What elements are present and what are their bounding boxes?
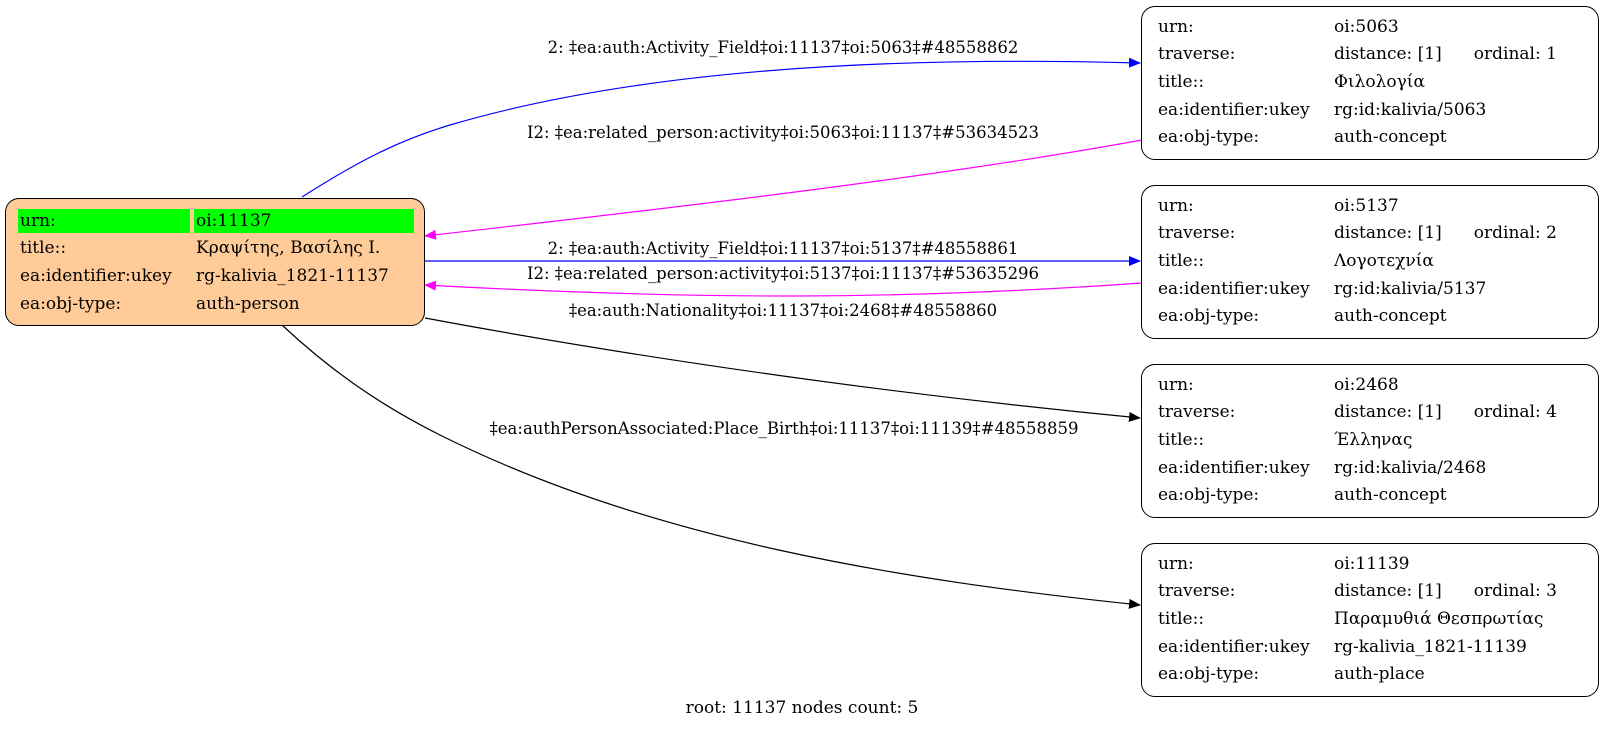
root-row-title: title:: Κραψίτης, Βασίλης Ι. (18, 235, 414, 263)
root-title-key: title:: (20, 238, 67, 259)
type-value: auth-concept (1334, 306, 1447, 327)
distance-value: distance: [1] (1334, 223, 1442, 244)
ukey-key: ea:identifier:ukey (1158, 99, 1310, 120)
urn-value: oi:11139 (1334, 553, 1410, 574)
ukey-value: rg:id:kalivia/5137 (1334, 278, 1487, 299)
edge-related-5137[interactable] (424, 280, 1143, 297)
title-key: title:: (1158, 250, 1205, 271)
urn-value: oi:2468 (1334, 374, 1399, 395)
root-title-value: Κραψίτης, Βασίλης Ι. (196, 238, 381, 259)
root-type-value: auth-person (196, 293, 300, 314)
distance-value: distance: [1] (1334, 581, 1442, 602)
root-ukey-key: ea:identifier:ukey (20, 265, 172, 286)
edge-nationality-2468[interactable] (424, 317, 1141, 422)
title-value: Φιλολογία (1334, 71, 1425, 92)
node-oi-5063[interactable]: urn: oi:5063 traverse: distance: [1] ordina… (1141, 6, 1599, 160)
type-value: auth-place (1334, 664, 1425, 685)
node-oi-11139[interactable]: urn: oi:11139 traverse: distance: [1] ordin… (1141, 543, 1599, 697)
edge-related-5063[interactable] (424, 139, 1143, 240)
traverse-key: traverse: (1158, 402, 1236, 423)
graph-footer: root: 11137 nodes count: 5 (685, 698, 919, 718)
root-urn-value: oi:11137 (194, 208, 414, 233)
root-row-type: ea:obj-type: auth-person (18, 290, 414, 318)
type-key: ea:obj-type: (1158, 306, 1260, 327)
type-key: ea:obj-type: (1158, 485, 1260, 506)
title-value: Έλληνας (1334, 429, 1413, 450)
root-node[interactable]: urn: oi:11137 title:: Κραψίτης, Βασίλης … (5, 198, 425, 326)
urn-key: urn: (1158, 16, 1194, 37)
ukey-key: ea:identifier:ukey (1158, 636, 1310, 657)
ukey-key: ea:identifier:ukey (1158, 457, 1310, 478)
ordinal-value: ordinal: 1 (1473, 44, 1557, 65)
type-key: ea:obj-type: (1158, 664, 1260, 685)
node-oi-2468[interactable]: urn: oi:2468 traverse: distance: [1] ordina… (1141, 364, 1599, 518)
ukey-value: rg:id:kalivia/5063 (1334, 99, 1487, 120)
edge-label: ‡ea:authPersonAssociated:Place_Birth‡oi:… (489, 419, 1079, 438)
edge-label: 2: ‡ea:auth:Activity_Field‡oi:11137‡oi:5… (547, 38, 1019, 57)
edge-place-birth-11139[interactable] (281, 324, 1141, 609)
type-value: auth-concept (1334, 127, 1447, 148)
root-type-key: ea:obj-type: (20, 293, 122, 314)
edge-label: ‡ea:auth:Nationality‡oi:11137‡oi:2468‡#4… (568, 301, 998, 320)
root-urn-key: urn: (18, 208, 190, 233)
edge-label: 2: ‡ea:auth:Activity_Field‡oi:11137‡oi:5… (547, 239, 1019, 258)
traverse-key: traverse: (1158, 581, 1236, 602)
node-oi-5137[interactable]: urn: oi:5137 traverse: distance: [1] ordina… (1141, 185, 1599, 339)
traverse-key: traverse: (1158, 44, 1236, 65)
type-key: ea:obj-type: (1158, 127, 1260, 148)
urn-key: urn: (1158, 553, 1194, 574)
ordinal-value: ordinal: 2 (1473, 223, 1557, 244)
title-value: Παραμυθιά Θεσπρωτίας (1334, 608, 1544, 629)
edge-label: I2: ‡ea:related_person:activity‡oi:5137‡… (526, 264, 1040, 283)
root-row-urn: urn: oi:11137 (18, 207, 414, 235)
title-key: title:: (1158, 429, 1205, 450)
edge-label: I2: ‡ea:related_person:activity‡oi:5063‡… (526, 123, 1040, 142)
title-value: Λογοτεχνία (1334, 250, 1434, 271)
ordinal-value: ordinal: 3 (1473, 581, 1557, 602)
title-key: title:: (1158, 71, 1205, 92)
urn-key: urn: (1158, 374, 1194, 395)
ordinal-value: ordinal: 4 (1473, 402, 1557, 423)
traverse-key: traverse: (1158, 223, 1236, 244)
distance-value: distance: [1] (1334, 402, 1442, 423)
urn-key: urn: (1158, 195, 1194, 216)
edge-activity-5063[interactable] (301, 57, 1141, 198)
urn-value: oi:5137 (1334, 195, 1399, 216)
urn-value: oi:5063 (1334, 16, 1399, 37)
ukey-value: rg-kalivia_1821-11139 (1334, 636, 1527, 657)
ukey-key: ea:identifier:ukey (1158, 278, 1310, 299)
ukey-value: rg:id:kalivia/2468 (1334, 457, 1487, 478)
distance-value: distance: [1] (1334, 44, 1442, 65)
type-value: auth-concept (1334, 485, 1447, 506)
root-ukey-value: rg-kalivia_1821-11137 (196, 265, 389, 286)
title-key: title:: (1158, 608, 1205, 629)
root-row-ukey: ea:identifier:ukey rg-kalivia_1821-11137 (18, 262, 414, 290)
